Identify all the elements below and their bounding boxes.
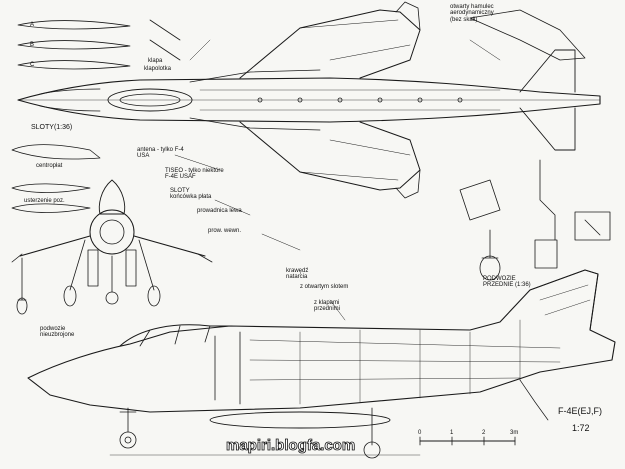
website-watermark: mapiri.blogfa.com [226,437,356,455]
label-krawedz-natarcia: krawędź natarcia [286,268,309,281]
label-sloty-koncowki: SLOTY końcówka płata [170,188,212,201]
label-antena: antena - tylko F-4 USA [137,147,184,160]
label-z-otwartym: z otwartym slotem [300,284,349,290]
label-z-klapami: z klapami przednimi [314,300,341,313]
top-view-aircraft [17,1,601,199]
label-otwarty-hamulec: otwarty hamulec aerodynamiczny (bez skal… [450,4,494,23]
label-section-b: B [30,42,35,48]
scale-label-3: 3m [510,430,519,436]
label-sloty: SLOTY(1:36) [31,124,73,131]
side-view-aircraft [27,269,616,459]
label-centroplat: centropłat [36,163,63,169]
label-scale: 1:72 [572,423,590,433]
label-section-c: C [30,62,35,68]
label-prow-wewn: prow. wewn. [208,228,242,234]
label-podwozie-przednie: PODWOZIE PRZEDNIE (1:36) [483,276,531,289]
scale-label-2: 2 [482,430,486,436]
front-view-aircraft [11,179,213,315]
wing-sections [11,19,181,213]
label-tiseo: TISEO - tylko niektóre F-4E USAF [165,168,224,181]
leader-lines [174,39,501,321]
label-model-name: F-4E(EJ,F) [558,406,602,416]
label-section-a: A [30,22,35,28]
landing-gear-details [459,9,611,281]
scale-label-1: 1 [450,430,454,436]
scale-label-0: 0 [418,430,422,436]
label-prowadnica-lewa: prowadnica lewa [197,208,242,214]
label-podwozie-nieuzb: podwozie nieuzbrojone [40,326,75,339]
scale-bar [419,436,516,446]
label-klapa: klapa [148,58,163,64]
label-usterzenie-poz: usterzenie poz. [24,198,65,204]
label-klapolotka: klapolotka [144,66,172,72]
